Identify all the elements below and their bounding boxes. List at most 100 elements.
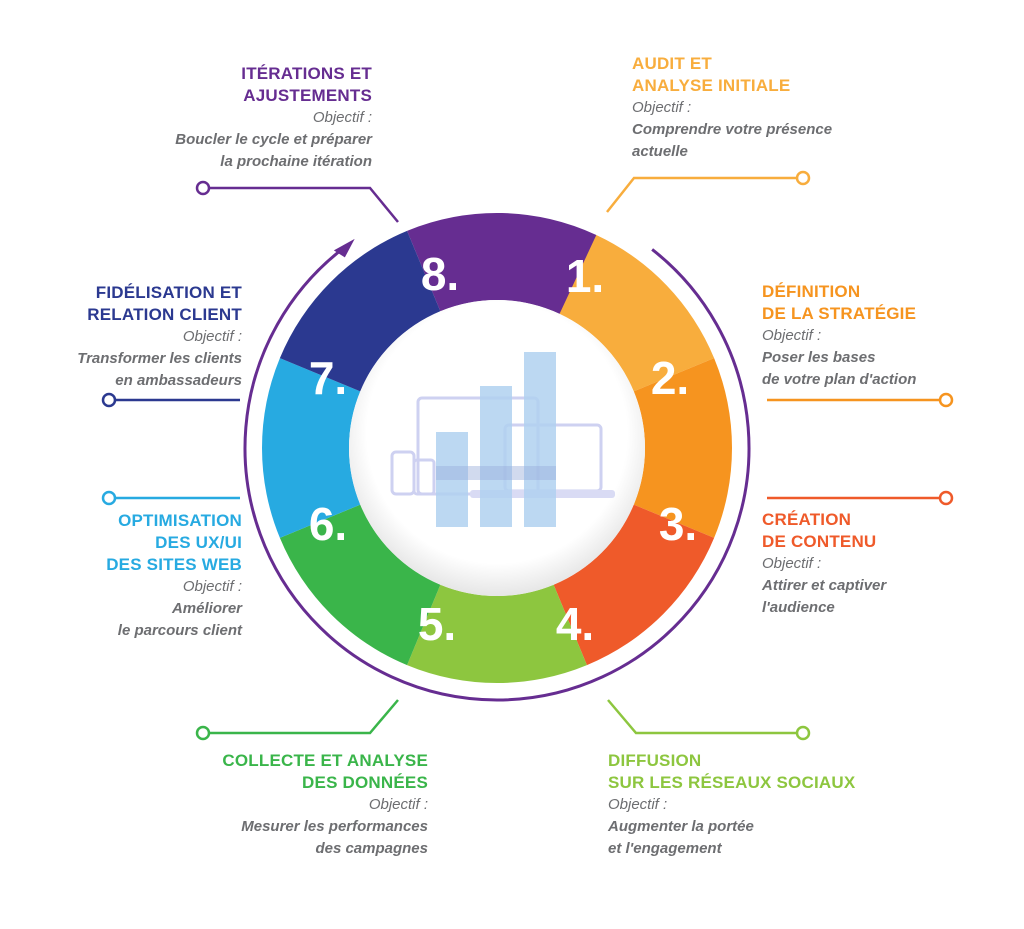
outer-cycle-ring bbox=[243, 248, 751, 702]
tablet-outline bbox=[412, 458, 436, 496]
step-4-label: DIFFUSION SUR LES RÉSEAUX SOCIAUX Object… bbox=[608, 750, 938, 860]
connector-dot-1 bbox=[795, 170, 811, 186]
step-8-title-line: ITÉRATIONS ET bbox=[241, 64, 372, 83]
step-1-objective-label: Objectif : bbox=[632, 99, 692, 116]
step-8-title-line: AJUSTEMENTS bbox=[243, 86, 372, 105]
step-5-objective-label: Objectif : bbox=[368, 796, 428, 813]
step-5-objective: Mesurer les performances des campagnes bbox=[98, 816, 428, 860]
segment-step-5 bbox=[279, 504, 441, 666]
step-1-title: AUDIT ET ANALYSE INITIALE bbox=[632, 53, 962, 97]
cycle-arrowhead bbox=[333, 238, 355, 258]
step-5-objective-line: Mesurer les performances bbox=[241, 818, 428, 835]
step-6-title-line: DES SITES WEB bbox=[106, 555, 242, 574]
step-8-objective-line: la prochaine itération bbox=[220, 153, 372, 170]
step-4-objective-label: Objectif : bbox=[608, 796, 668, 813]
step-6-title: OPTIMISATION DES UX/UI DES SITES WEB bbox=[0, 510, 242, 576]
step-3-title: CRÉATION DE CONTENU bbox=[762, 509, 1024, 553]
step-3-title-line: DE CONTENU bbox=[762, 532, 877, 551]
connector-line-5 bbox=[203, 699, 399, 735]
step-1-title-line: AUDIT ET bbox=[632, 54, 712, 73]
step-6-objective-line: le parcours client bbox=[117, 622, 242, 639]
connector-dot-4 bbox=[795, 725, 811, 741]
step-7-objective-line: en ambassadeurs bbox=[115, 372, 242, 389]
connectors-group bbox=[101, 170, 954, 741]
step-6-label: OPTIMISATION DES UX/UI DES SITES WEB Obj… bbox=[0, 510, 242, 642]
step-6-objective-line: Améliorer bbox=[171, 600, 242, 617]
chart-bar-1 bbox=[436, 432, 468, 527]
step-1-objective-line: Comprendre votre présence bbox=[632, 121, 833, 138]
step-2-objective-label: Objectif : bbox=[762, 327, 822, 344]
step-7-title: FIDÉLISATION ET RELATION CLIENT bbox=[0, 282, 242, 326]
step-4-objective-line: et l'engagement bbox=[608, 840, 722, 857]
step-2-objective: Poser les bases de votre plan d'action bbox=[762, 347, 1024, 391]
step-7-title-line: RELATION CLIENT bbox=[87, 305, 242, 324]
step-8-objective-label: Objectif : bbox=[312, 109, 372, 126]
step-8-label: ITÉRATIONS ET AJUSTEMENTS Objectif : Bou… bbox=[42, 63, 372, 173]
step-1-label: AUDIT ET ANALYSE INITIALE Objectif : Com… bbox=[632, 53, 962, 163]
step-8-objective: Boucler le cycle et préparer la prochain… bbox=[42, 129, 372, 173]
step-5-title-line: COLLECTE ET ANALYSE bbox=[222, 751, 428, 770]
connector-line-8 bbox=[203, 186, 399, 223]
step-3-title-line: CRÉATION bbox=[762, 510, 852, 529]
step-6-objective: Améliorer le parcours client bbox=[0, 598, 242, 642]
step-4-title-line: DIFFUSION bbox=[608, 751, 702, 770]
step-5-title-line: DES DONNÉES bbox=[302, 773, 428, 792]
step-2-title-line: DÉFINITION bbox=[762, 282, 861, 301]
step-4-objective-line: Augmenter la portée bbox=[608, 818, 754, 835]
step-4-title-line: SUR LES RÉSEAUX SOCIAUX bbox=[608, 773, 856, 792]
step-4-objective: Augmenter la portée et l'engagement bbox=[608, 816, 938, 860]
connector-dot-2 bbox=[938, 392, 954, 408]
segment-step-4 bbox=[407, 584, 587, 683]
step-7-objective-line: Transformer les clients bbox=[77, 350, 242, 367]
step-number-5: 5. bbox=[418, 598, 456, 650]
step-3-label: CRÉATION DE CONTENU Objectif : Attirer e… bbox=[762, 509, 1024, 619]
step-number-4: 4. bbox=[556, 598, 594, 650]
step-3-objective: Attirer et captiver l'audience bbox=[762, 575, 1024, 619]
overlay-band bbox=[436, 466, 556, 480]
segment-step-8 bbox=[407, 213, 607, 314]
segment-step-7 bbox=[279, 230, 441, 392]
analytics-illustration bbox=[390, 352, 615, 527]
segment-step-3 bbox=[553, 504, 715, 666]
segment-step-2 bbox=[633, 358, 732, 538]
step-8-title: ITÉRATIONS ET AJUSTEMENTS bbox=[42, 63, 372, 107]
step-2-objective-line: de votre plan d'action bbox=[762, 371, 917, 388]
connector-dot-5 bbox=[195, 725, 211, 741]
step-7-objective: Transformer les clients en ambassadeurs bbox=[0, 348, 242, 392]
step-8-objective-line: Boucler le cycle et préparer bbox=[175, 131, 372, 148]
step-7-objective-label: Objectif : bbox=[182, 328, 242, 345]
chart-bar-2 bbox=[480, 386, 512, 527]
step-number-8: 8. bbox=[421, 248, 459, 300]
segment-step-6 bbox=[262, 358, 361, 538]
chart-bar-3 bbox=[524, 352, 556, 527]
step-5-title: COLLECTE ET ANALYSE DES DONNÉES bbox=[98, 750, 428, 794]
step-2-objective-line: Poser les bases bbox=[762, 349, 876, 366]
step-number-1: 1. bbox=[566, 250, 604, 302]
step-number-6: 6. bbox=[309, 498, 347, 550]
step-number-7: 7. bbox=[309, 352, 347, 404]
connector-dot-3 bbox=[938, 490, 954, 506]
step-1-objective-line: actuelle bbox=[632, 143, 688, 160]
step-1-objective: Comprendre votre présence actuelle bbox=[632, 119, 962, 163]
segments-group: 1.2.3.4.5.6.7.8. bbox=[262, 213, 732, 683]
step-2-title: DÉFINITION DE LA STRATÉGIE bbox=[762, 281, 1024, 325]
step-3-objective-line: l'audience bbox=[762, 599, 835, 616]
connector-line-4 bbox=[607, 699, 803, 735]
step-6-title-line: OPTIMISATION bbox=[118, 511, 242, 530]
step-6-objective-label: Objectif : bbox=[182, 578, 242, 595]
step-3-objective-label: Objectif : bbox=[762, 555, 822, 572]
connector-dot-6 bbox=[101, 490, 117, 506]
step-number-3: 3. bbox=[659, 498, 697, 550]
step-2-title-line: DE LA STRATÉGIE bbox=[762, 304, 917, 323]
step-7-label: FIDÉLISATION ET RELATION CLIENT Objectif… bbox=[0, 282, 242, 392]
step-6-title-line: DES UX/UI bbox=[155, 533, 242, 552]
step-2-label: DÉFINITION DE LA STRATÉGIE Objectif : Po… bbox=[762, 281, 1024, 391]
connector-dot-7 bbox=[101, 392, 117, 408]
connector-dot-8 bbox=[195, 180, 211, 196]
step-4-title: DIFFUSION SUR LES RÉSEAUX SOCIAUX bbox=[608, 750, 938, 794]
connector-line-1 bbox=[606, 176, 803, 213]
step-5-objective-line: des campagnes bbox=[315, 840, 428, 857]
step-3-objective-line: Attirer et captiver bbox=[762, 577, 887, 594]
segment-step-1 bbox=[559, 235, 715, 392]
